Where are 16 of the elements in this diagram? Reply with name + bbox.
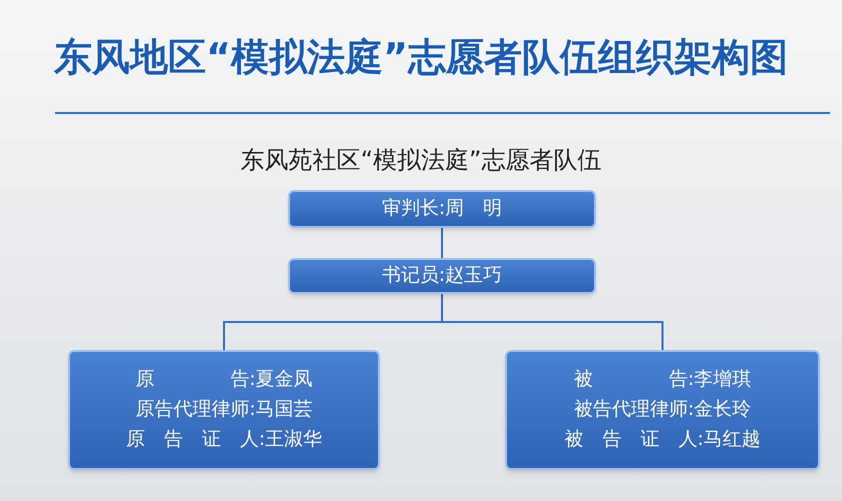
role-text: 原 告 证 人:王淑华 (126, 426, 322, 452)
role-text: 被 告:李增琪 (574, 367, 752, 392)
role-text: 原 告:夏金凤 (135, 367, 313, 392)
title: 东风地区“模拟法庭”志愿者队伍组织架构图 (52, 34, 789, 81)
connector-line (441, 294, 664, 350)
role-text: 被 告 证 人:马红越 (564, 426, 761, 452)
role-box (68, 350, 380, 470)
role-box (288, 190, 596, 228)
role-text: 被告代理律师:金长玲 (574, 397, 752, 422)
subtitle: 东风苑社区“模拟法庭”志愿者队伍 (240, 145, 602, 176)
role-box (505, 350, 820, 470)
role-text: 书记员:赵玉巧 (382, 264, 502, 288)
role-text: 原告代理律师:马国芸 (135, 397, 313, 422)
connector-line (441, 228, 443, 258)
role-box (288, 258, 596, 294)
role-text: 审判长:周 明 (382, 197, 502, 221)
